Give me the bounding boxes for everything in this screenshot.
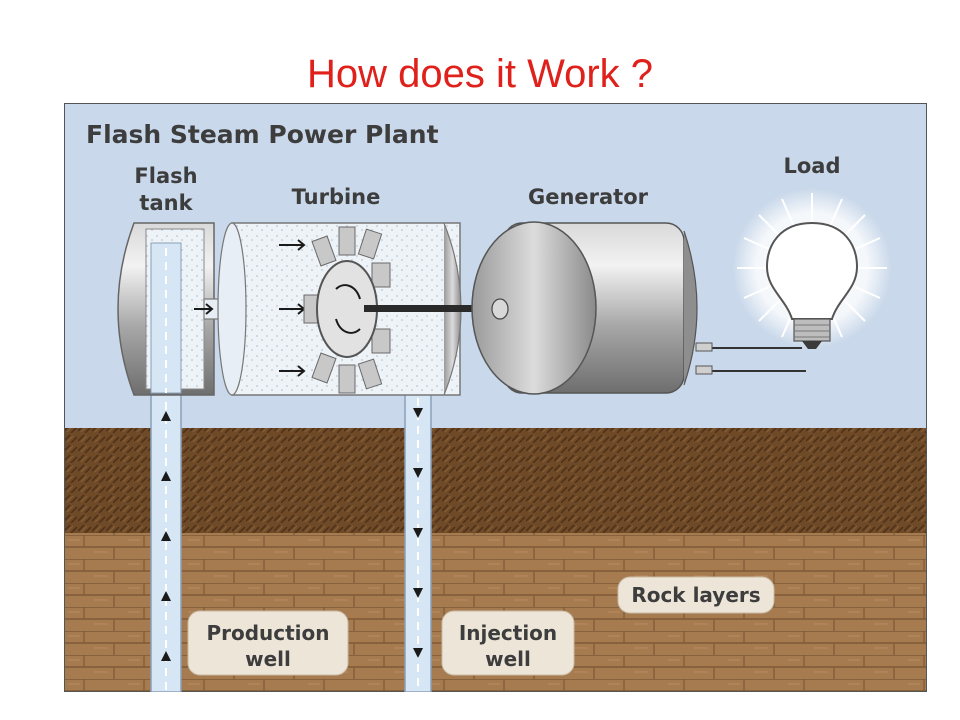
production-well-label-line2: well xyxy=(245,647,291,671)
turbine xyxy=(217,222,496,396)
injection-well xyxy=(404,392,432,692)
generator-label: Generator xyxy=(528,185,649,209)
flash-steam-diagram: Flash Steam Power Plant Flash tank Turbi… xyxy=(64,103,927,692)
flash-tank-label-line2: tank xyxy=(139,191,193,215)
injection-well-label-line2: well xyxy=(485,647,531,671)
turbine-label: Turbine xyxy=(292,185,381,209)
injection-well-label-box: Injection well xyxy=(441,610,575,676)
topsoil-layer xyxy=(64,428,927,533)
diagram-title: Flash Steam Power Plant xyxy=(86,120,439,149)
production-well-label-box: Production well xyxy=(187,610,349,676)
load-label: Load xyxy=(783,154,840,178)
light-bulb-icon xyxy=(732,188,892,349)
rock-layers-label: Rock layers xyxy=(631,583,760,607)
rock-layers-label-box: Rock layers xyxy=(617,576,775,614)
slide-title: How does it Work ? xyxy=(306,52,654,96)
injection-well-label-line1: Injection xyxy=(459,621,557,645)
production-well-label-line1: Production xyxy=(206,621,329,645)
generator xyxy=(471,221,806,395)
flash-tank xyxy=(117,222,235,396)
flash-tank-label-line1: Flash xyxy=(134,164,197,188)
